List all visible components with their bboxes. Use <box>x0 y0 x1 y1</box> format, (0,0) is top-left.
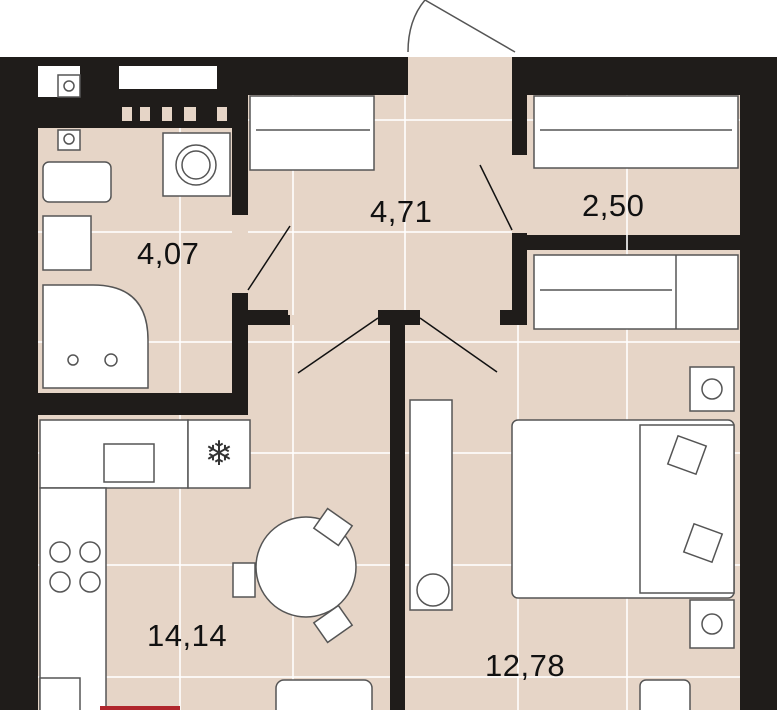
riser <box>57 129 81 151</box>
kitchen-counter <box>39 487 107 710</box>
chair-icon <box>312 507 354 547</box>
kitchen-sink-counter <box>39 419 189 489</box>
pillow-icon <box>666 434 708 476</box>
plant-icon <box>416 573 450 607</box>
entrance-door-swing <box>407 0 516 53</box>
hallway-area-label: 4,71 <box>370 194 433 229</box>
storage-door <box>479 164 513 231</box>
sink-icon <box>42 215 92 271</box>
dining-table-icon <box>255 516 357 618</box>
chair-icon <box>312 604 354 644</box>
nightstand-icon <box>689 366 735 412</box>
nightstand-icon <box>689 599 735 649</box>
stove-icon <box>49 541 101 593</box>
window <box>119 66 217 89</box>
fridge-icon <box>187 419 251 489</box>
cabinet-icon <box>39 677 81 710</box>
bathroom-area-label: 4,07 <box>137 236 200 271</box>
kitchen-area-label: 14,14 <box>147 618 228 653</box>
bedroom-wardrobe-icon <box>533 254 739 330</box>
washing-machine-icon <box>162 132 231 197</box>
snowflake-icon: ❄ <box>205 435 234 473</box>
storage-area-label: 2,50 <box>582 188 645 223</box>
entrance-opening <box>408 57 512 97</box>
bedroom-area-label: 12,78 <box>485 648 566 683</box>
hall-wardrobe-icon <box>249 95 375 171</box>
armchair-icon <box>639 679 691 710</box>
tv-stand-icon <box>409 399 453 611</box>
shower-icon <box>42 284 149 389</box>
kitchen-door <box>297 317 379 374</box>
kitchen-upper-floor <box>248 325 390 417</box>
accent-marker <box>100 706 180 710</box>
ventilation-slots <box>122 107 227 121</box>
toilet-icon <box>42 161 112 203</box>
bathroom-door <box>247 225 291 291</box>
chair-icon <box>232 562 256 598</box>
sofa-icon <box>275 679 373 710</box>
bathroom-door-opening <box>232 215 248 293</box>
storage-door-opening <box>512 155 527 233</box>
pillow-icon <box>682 522 724 564</box>
bedroom-door <box>419 317 498 373</box>
storage-shelf-icon <box>533 95 739 169</box>
